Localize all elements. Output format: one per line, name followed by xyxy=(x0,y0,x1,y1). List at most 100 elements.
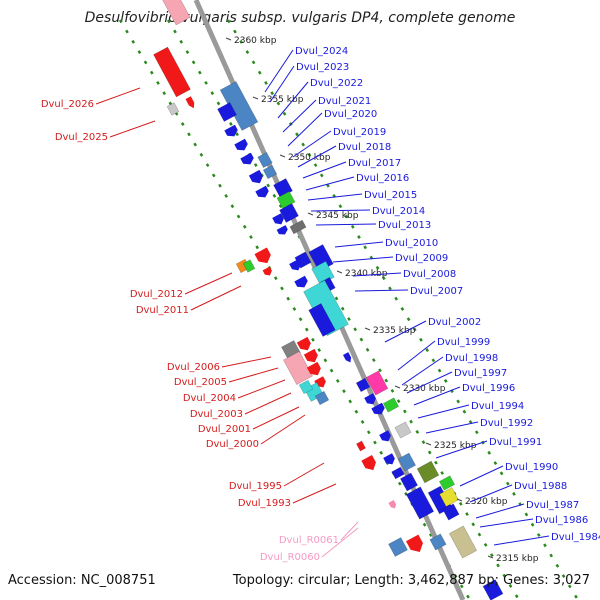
gene-feature xyxy=(405,486,435,520)
gene-feature xyxy=(289,219,307,235)
gene-arrow xyxy=(276,225,288,235)
label-leader-line xyxy=(417,404,470,419)
gene-label: Dvul_2006 xyxy=(167,362,220,373)
label-leader-line xyxy=(413,386,461,406)
gene-label: Dvul_2010 xyxy=(385,238,438,249)
kbp-tick-mark xyxy=(456,498,463,502)
gene-arrow xyxy=(255,185,269,198)
gene-feature xyxy=(365,370,389,396)
gene-arrow xyxy=(388,500,397,509)
gene-label: Dvul_2000 xyxy=(206,439,259,450)
gene-label: Dvul_2024 xyxy=(295,46,348,57)
gene-feature xyxy=(399,472,419,492)
kbp-tick-label: 2315 kbp xyxy=(496,554,539,564)
gene-arrow xyxy=(272,213,284,225)
gene-feature xyxy=(298,379,314,395)
label-leader-line xyxy=(469,484,513,503)
gene-arrow xyxy=(240,152,254,165)
kbp-tick-label: 2320 kbp xyxy=(465,497,508,507)
kbp-tick-mark xyxy=(307,212,314,216)
gene-label: Dvul_2012 xyxy=(130,289,183,300)
kbp-tick-mark xyxy=(487,555,494,559)
gene-arrow xyxy=(234,138,248,151)
gene-feature xyxy=(394,421,412,439)
gene-feature xyxy=(439,487,459,507)
kbp-tick-label: 2350 kbp xyxy=(288,153,331,163)
gene-label: Dvul_2001 xyxy=(198,424,251,435)
kbp-tick-mark xyxy=(364,327,371,331)
gene-label: Dvul_1996 xyxy=(462,383,515,394)
kbp-tick-mark xyxy=(336,270,343,274)
kbp-tick-mark xyxy=(252,96,259,100)
label-leader-line xyxy=(190,285,242,311)
gene-arrow xyxy=(248,169,263,184)
label-leader-line xyxy=(334,241,384,248)
label-leader-line xyxy=(397,340,436,371)
rna-label: Dvul_R0060 xyxy=(260,552,320,563)
kbp-tick-mark xyxy=(225,37,232,41)
gene-label: Dvul_1988 xyxy=(514,481,567,492)
gene-arrow xyxy=(361,454,376,471)
accession-text: Accession: NC_008751 xyxy=(8,573,156,588)
label-leader-line xyxy=(310,209,371,212)
gene-label: Dvul_2008 xyxy=(403,269,456,280)
label-leader-line xyxy=(321,527,359,558)
label-leader-line xyxy=(221,356,272,368)
kbp-tick-label: 2335 kbp xyxy=(373,326,416,336)
label-leader-line xyxy=(340,521,359,541)
label-leader-line xyxy=(425,421,479,434)
gene-label: Dvul_2021 xyxy=(318,96,371,107)
gene-label: Dvul_2023 xyxy=(296,62,349,73)
gene-arrow xyxy=(406,534,423,553)
gene-feature xyxy=(279,203,299,223)
gene-feature xyxy=(429,533,447,551)
kbp-tick-label: 2340 kbp xyxy=(345,269,388,279)
kbp-tick-mark xyxy=(425,442,432,446)
gene-feature xyxy=(153,46,191,98)
gene-arrow xyxy=(306,361,321,376)
gene-arrow xyxy=(342,352,352,363)
gene-label: Dvul_2016 xyxy=(356,173,409,184)
gene-arrow xyxy=(289,259,301,271)
gene-arrow xyxy=(379,430,391,442)
kbp-tick-mark xyxy=(279,154,286,158)
label-leader-line xyxy=(292,483,337,504)
label-leader-line xyxy=(352,272,402,277)
gene-label: Dvul_2019 xyxy=(333,127,386,138)
label-leader-line xyxy=(354,289,409,292)
gene-feature xyxy=(283,350,313,386)
gene-label: Dvul_2003 xyxy=(190,409,243,420)
label-leader-line xyxy=(244,392,292,415)
gene-label: Dvul_1995 xyxy=(229,481,282,492)
gene-arrow xyxy=(294,275,308,288)
gene-label: Dvul_2022 xyxy=(310,78,363,89)
gene-arrow xyxy=(303,348,318,363)
label-leader-line xyxy=(237,379,286,399)
label-leader-line xyxy=(264,49,294,93)
gene-feature xyxy=(257,151,273,169)
kbp-tick-label: 2355 kbp xyxy=(261,95,304,105)
label-leader-line xyxy=(109,120,156,138)
gene-feature xyxy=(217,102,237,122)
label-leader-line xyxy=(475,503,525,519)
kbp-tick-label: 2345 kbp xyxy=(316,211,359,221)
gene-feature xyxy=(262,164,278,180)
label-leader-line xyxy=(292,130,332,158)
gene-label: Dvul_2017 xyxy=(348,158,401,169)
label-leader-line xyxy=(283,462,325,487)
gene-label: Dvul_2011 xyxy=(136,305,189,316)
gene-arrow xyxy=(254,247,271,264)
gene-feature xyxy=(242,259,256,273)
gene-feature xyxy=(391,466,405,480)
gene-arrow xyxy=(296,336,311,351)
gene-label: Dvul_1986 xyxy=(535,515,588,526)
label-leader-line xyxy=(401,356,444,386)
gene-feature xyxy=(448,525,478,559)
gene-label: Dvul_2002 xyxy=(428,317,481,328)
gene-arrow xyxy=(224,124,238,137)
gene-label: Dvul_1997 xyxy=(454,368,507,379)
gene-feature xyxy=(388,537,408,557)
gene-label: Dvul_2007 xyxy=(410,286,463,297)
gene-label: Dvul_2026 xyxy=(41,99,94,110)
gene-arrow xyxy=(371,402,385,415)
